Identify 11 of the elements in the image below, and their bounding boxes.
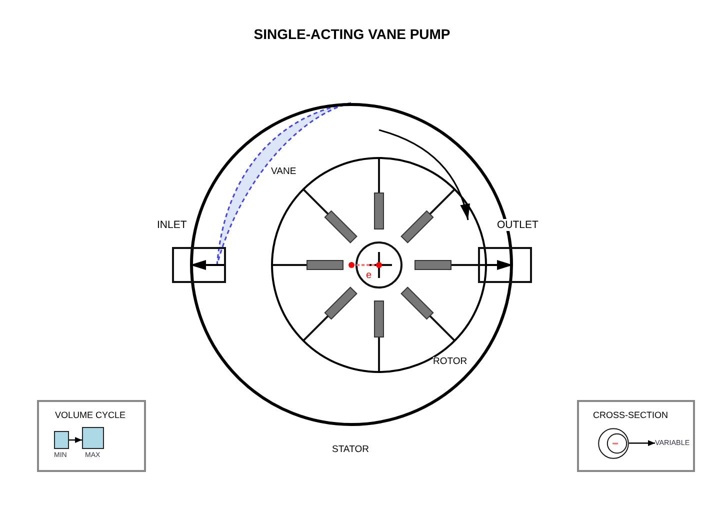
eccentric-circles-icon [598,428,629,459]
arrow [629,440,655,446]
node-label: OUTLET [497,219,538,232]
inset-panel [37,400,146,472]
node-label: STATOR [332,444,369,456]
panel-title: CROSS-SECTION [593,410,668,420]
arrow [69,437,82,443]
panel-title: VOLUME CYCLE [55,410,126,420]
inset-panel [577,400,695,472]
diagram-title: SINGLE-ACTING VANE PUMP [254,26,450,42]
node-label: INLET [157,219,187,232]
